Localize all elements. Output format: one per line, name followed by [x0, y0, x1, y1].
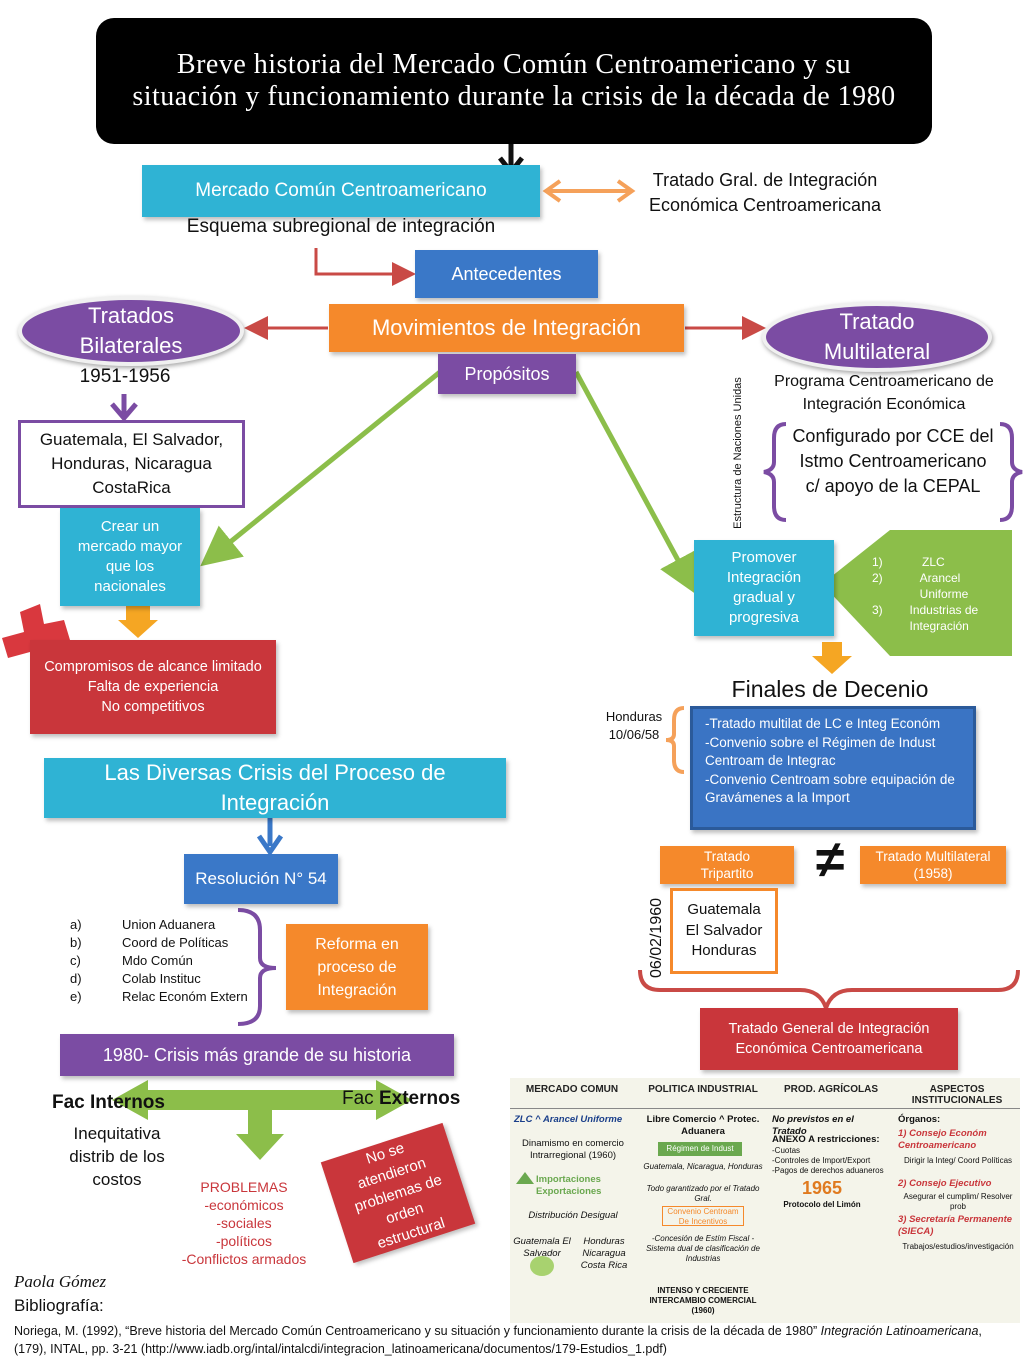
- crear-compromisos-arrow: [118, 606, 158, 638]
- honduras-date: Honduras 10/06/58: [605, 709, 663, 742]
- movimientos-box: Movimientos de Integración: [329, 304, 684, 352]
- table-header-politica: POLITICA INDUSTRIAL: [648, 1084, 758, 1095]
- finales-list-box: -Tratado multilat de LC e Integ Económ -…: [690, 706, 976, 830]
- propositos-box: Propósitos: [438, 354, 576, 394]
- tripartito-box: Tratado Tripartito: [660, 846, 794, 884]
- author: Paola Gómez: [14, 1272, 107, 1291]
- propositos-crear-arrow: [200, 370, 442, 567]
- crear-box: Crear un mercado mayor que los nacionale…: [60, 508, 200, 606]
- table-c4-f: 3) Secretaría Permanente (SIECA): [898, 1214, 1013, 1237]
- compromisos-box: Compromisos de alcance limitado Falta de…: [30, 640, 276, 734]
- table-c4-a: Órganos:: [898, 1114, 941, 1125]
- summary-table: MERCADO COMUN POLITICA INDUSTRIAL PROD. …: [510, 1078, 1020, 1323]
- table-c1-b: Dinamismo en comercio Intrarregional (19…: [522, 1138, 624, 1161]
- promover-box: Promover Integración gradual y progresiv…: [694, 540, 834, 636]
- resolucion-list: a)Union Aduanera b)Coord de Políticas c)…: [70, 917, 248, 1004]
- table-c1-d: Distribución Desigual: [528, 1210, 618, 1221]
- promover-finales-arrow: [812, 642, 852, 674]
- table-c3-e: Protocolo del Limón: [783, 1200, 861, 1209]
- crisis-box: Las Diversas Crisis del Proceso de Integ…: [44, 758, 506, 818]
- bilaterales-years: 1951-1956: [79, 366, 171, 387]
- res-bracket: [237, 908, 277, 1026]
- table-c1-f: Honduras Nicaragua Costa Rica: [580, 1236, 628, 1271]
- multilateral-ellipse: Tratado Multilateral: [762, 302, 992, 372]
- zlc-chevron: [822, 530, 1012, 656]
- zlc-list: 1)ZLC 2)Arancel Uniforme 3)Industrias de…: [872, 555, 979, 633]
- tratado-general-box: Tratado General de Integración Económica…: [700, 1008, 958, 1070]
- factors-down-arrow: [236, 1110, 284, 1160]
- estructura-vertical: Estructura de Naciones Unidas: [732, 377, 744, 529]
- table-header-prod: PROD. AGRÍCOLAS: [783, 1084, 879, 1095]
- fac-externos: Fac Externos: [342, 1088, 461, 1109]
- tratado-gral-top: Tratado Gral. de Integración Económica C…: [648, 170, 882, 215]
- mcca-box: Mercado Común Centroamericano: [142, 165, 540, 217]
- multilateral-programa: Programa Centroamericano de Integración …: [774, 373, 994, 413]
- multilateral-1958-box: Tratado Multilateral (1958): [860, 846, 1006, 884]
- table-c2-b: Régimen de Indust: [658, 1142, 742, 1156]
- table-c4-d: 2) Consejo Ejecutivo: [898, 1178, 992, 1189]
- reforma-box: Reforma en proceso de Integración: [286, 924, 428, 1010]
- table-c2-d: Todo garantizado por el Tratado Gral.: [646, 1184, 760, 1203]
- resolucion-box: Resolución N° 54: [184, 854, 338, 904]
- finales-bracket: [665, 706, 685, 774]
- table-c2-f: -Concesión de Estím Fiscal -Sistema dual…: [646, 1234, 760, 1263]
- fac-internos: Fac Internos: [52, 1092, 165, 1113]
- table-c1-e: Guatemala El Salvador: [513, 1236, 571, 1259]
- table-header-aspectos: ASPECTOS INSTITUCIONALES: [911, 1084, 1003, 1106]
- antecedentes-box: Antecedentes: [415, 250, 598, 298]
- table-c4-c: Dirigir la Integ/ Coord Políticas: [903, 1156, 1013, 1165]
- factors-double-arrow: [112, 1080, 412, 1120]
- table-c4-e: Asegurar el cumplim/ Resolver prob: [903, 1192, 1013, 1211]
- fecha-vertical: 06/02/1960: [648, 897, 665, 979]
- mcca-antecedentes-arrow: [314, 248, 416, 286]
- configurado-right-brace: [999, 422, 1023, 522]
- table-c3-a: No previstos en el Tratado: [772, 1114, 854, 1137]
- table-c4-b: 1) Consejo Económ Centroamericano: [898, 1128, 987, 1151]
- page-title: Breve historia del Mercado Común Centroa…: [96, 18, 932, 144]
- not-equal-symbol: ≠: [815, 831, 845, 889]
- finales-title: Finales de Decenio: [731, 676, 929, 702]
- table-c2-a: Libre Comercio ^ Protec. Aduanera: [646, 1114, 760, 1137]
- multilateral-configurado: Configurado por CCE del Istmo Centroamer…: [792, 426, 994, 496]
- table-c4-g: Trabajos/estudios/investigación: [902, 1242, 1014, 1251]
- table-header-mercado: MERCADO COMUN: [525, 1084, 619, 1095]
- table-c1-a: ZLC ^ Arancel Uniforme: [514, 1114, 623, 1125]
- propositos-promover-arrow: [573, 370, 697, 595]
- table-c3-b: ANEXO A restricciones:: [772, 1134, 880, 1145]
- crisis-1980-box: 1980- Crisis más grande de su historia: [60, 1034, 454, 1076]
- bibliography-entry: Noriega, M. (1992), “Breve historia del …: [14, 1324, 982, 1356]
- table-c3-c: -Cuotas -Controles de Import/Export -Pag…: [772, 1146, 884, 1175]
- mcca-sub: Esquema subregional de integración: [186, 216, 496, 237]
- table-c3-d: 1965: [801, 1178, 843, 1198]
- bilaterales-countries: Guatemala, El Salvador, Honduras, Nicara…: [18, 420, 245, 508]
- bilaterales-ellipse: Tratados Bilaterales: [18, 296, 244, 366]
- smiley-icon: [530, 1256, 554, 1276]
- table-c2-g: INTENSO Y CRECIENTE INTERCAMBIO COMERCIA…: [649, 1286, 757, 1315]
- bibliography-label: Bibliografía:: [14, 1296, 104, 1315]
- table-divider: [510, 1108, 1020, 1109]
- problemas-text: PROBLEMAS -económicos -sociales -polític…: [181, 1179, 307, 1267]
- table-c1-c: Importaciones Exportaciones: [536, 1174, 602, 1197]
- configurado-left-brace: [763, 422, 787, 522]
- table-c2-c: Guatemala, Nicaragua, Honduras: [643, 1162, 763, 1171]
- up-arrow-icon: [516, 1172, 534, 1184]
- inequitativa-text: Inequitativa distrib de los costos: [69, 1124, 165, 1189]
- tratado-general-brace: [638, 969, 1020, 1015]
- red-cross-icon: [2, 604, 70, 672]
- paises-tripartito-box: Guatemala El Salvador Honduras: [670, 888, 778, 974]
- table-c2-e: Convenio Centroam De Incentivos: [662, 1206, 744, 1226]
